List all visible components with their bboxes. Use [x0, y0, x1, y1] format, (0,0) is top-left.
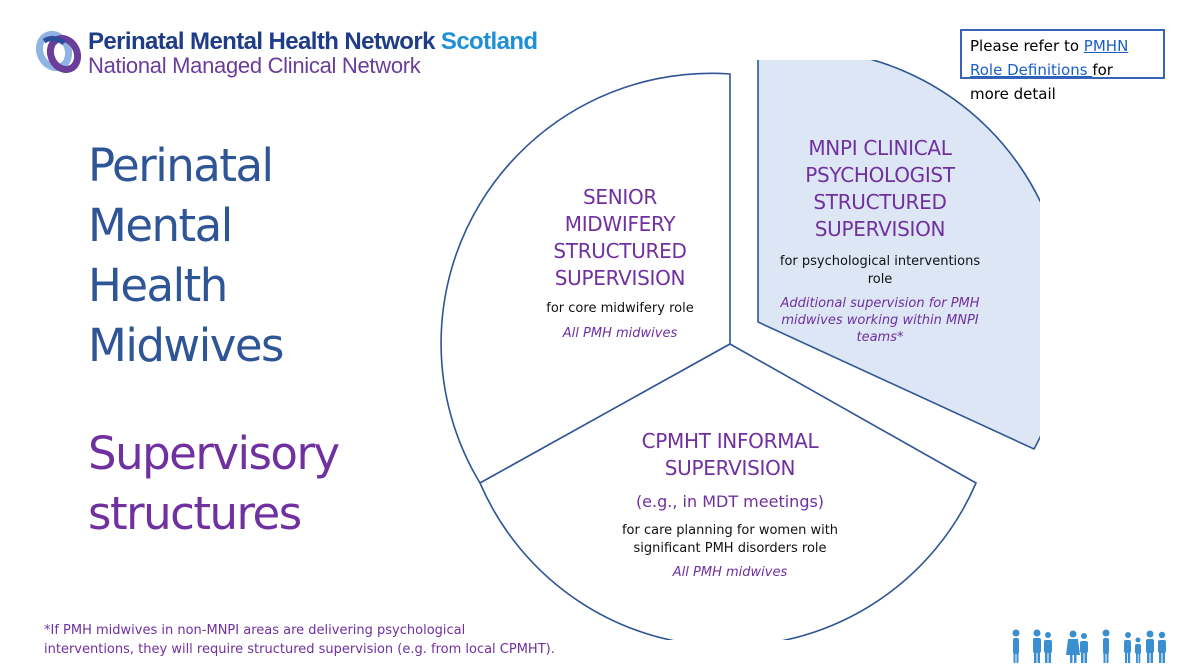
network-name-main: Perinatal Mental Health Network — [88, 28, 435, 55]
mnpi-note-line: teams* — [856, 330, 904, 345]
cpmht-description: for care planning for women with signifi… — [590, 522, 870, 558]
footnote: *If PMH midwives in non-MNPI areas are d… — [44, 621, 564, 659]
cpmht-title: CPMHT INFORMAL SUPERVISION — [590, 428, 870, 482]
subtitle-line: Supervisory — [88, 427, 340, 480]
mnpi-note-line: midwives working within MNPI — [781, 313, 979, 328]
subtitle-line: structures — [88, 487, 302, 540]
footnote-line: interventions, they will require structu… — [44, 642, 555, 657]
mnpi-title-line: STRUCTURED — [813, 190, 947, 214]
senior-title-line: MIDWIFERY — [564, 212, 676, 236]
senior-note: All PMH midwives — [562, 326, 678, 341]
mnpi-title-line: SUPERVISION — [814, 217, 946, 241]
page-title: Perinatal Mental Health Midwives — [88, 136, 428, 376]
mnpi-description-line: role — [867, 272, 893, 287]
refer-note-box: Please refer to PMHN Role Definitions fo… — [960, 29, 1165, 103]
role-definitions-link[interactable]: PMHN Role Definitions — [970, 37, 1129, 79]
mnpi-description-line: for psychological interventions — [779, 254, 981, 269]
senior-title-line: SUPERVISION — [554, 266, 686, 290]
senior-segment-text: SENIOR MIDWIFERY STRUCTURED SUPERVISION … — [510, 184, 730, 342]
mnpi-description: for psychological interventions role — [760, 253, 1000, 289]
title-line: Mental — [88, 199, 233, 252]
mnpi-title-line: PSYCHOLOGIST — [805, 163, 955, 187]
refer-prefix: Please refer to — [970, 37, 1084, 55]
ribbon-logo-icon — [35, 30, 82, 74]
supervision-pie-diagram: SENIOR MIDWIFERY STRUCTURED SUPERVISION … — [430, 48, 1069, 648]
network-logo: Perinatal Mental Health Network Scotland… — [34, 27, 594, 87]
cpmht-segment-text: CPMHT INFORMAL SUPERVISION (e.g., in MDT… — [590, 428, 870, 581]
people-figures-icon — [1012, 629, 1166, 663]
senior-title-line: SENIOR — [582, 185, 658, 209]
mnpi-title: MNPI CLINICAL PSYCHOLOGIST STRUCTURED SU… — [760, 135, 1000, 243]
footnote-line: *If PMH midwives in non-MNPI areas are d… — [44, 623, 466, 638]
cpmht-example: (e.g., in MDT meetings) — [635, 492, 825, 511]
refer-suffix: for more detail — [970, 61, 1113, 103]
cpmht-title-line: SUPERVISION — [664, 456, 796, 480]
mnpi-segment-text: MNPI CLINICAL PSYCHOLOGIST STRUCTURED SU… — [760, 135, 1000, 346]
title-line: Health — [88, 259, 228, 312]
title-line: Midwives — [88, 319, 284, 372]
cpmht-description-line: significant PMH disorders role — [633, 541, 827, 556]
senior-description: for core midwifery role — [546, 301, 694, 316]
title-line: Perinatal — [88, 139, 274, 192]
mnpi-note: Additional supervision for PMH midwives … — [760, 295, 1000, 346]
mnpi-note-line: Additional supervision for PMH — [780, 296, 980, 311]
pie-svg — [440, 48, 1069, 648]
cpmht-note: All PMH midwives — [672, 565, 788, 580]
segment-senior-midwifery — [440, 72, 731, 485]
mnpi-title-line: MNPI CLINICAL — [808, 136, 952, 160]
network-name: Perinatal Mental Health Network Scotland — [88, 28, 538, 55]
page-subtitle: Supervisory structures — [88, 424, 428, 544]
network-name-accent: Scotland — [440, 28, 538, 55]
senior-title: SENIOR MIDWIFERY STRUCTURED SUPERVISION — [510, 184, 730, 292]
senior-title-line: STRUCTURED — [553, 239, 687, 263]
cpmht-description-line: for care planning for women with — [621, 523, 839, 538]
cpmht-title-line: CPMHT INFORMAL — [641, 429, 819, 453]
network-subtitle: National Managed Clinical Network — [88, 53, 421, 78]
